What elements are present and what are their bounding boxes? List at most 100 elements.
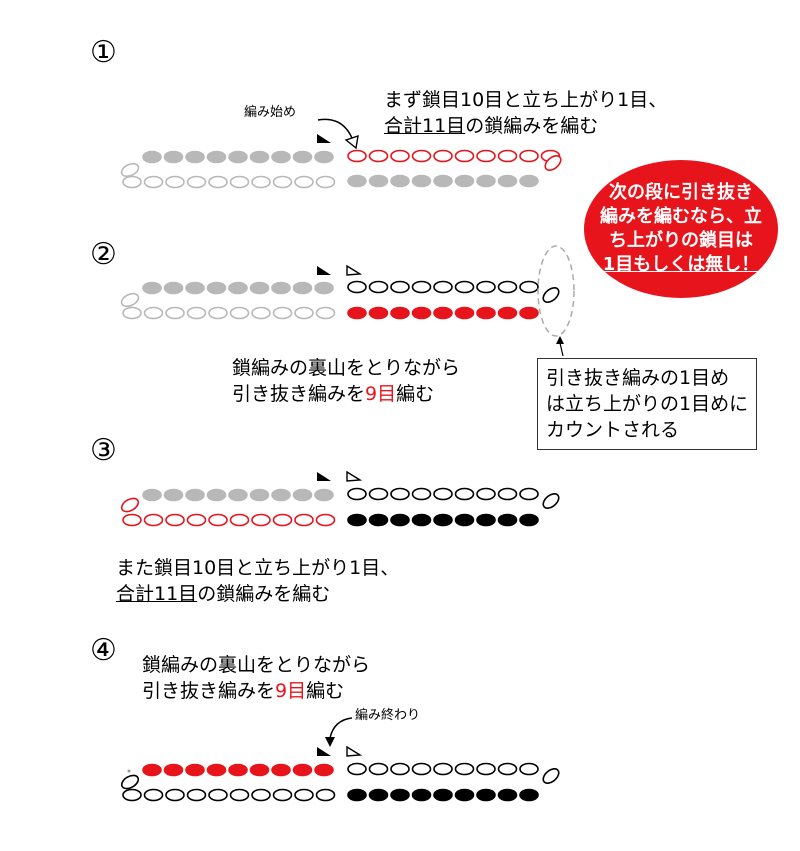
step3-red-chain [251, 513, 271, 527]
step4-count-red: 9目 [275, 680, 307, 702]
step1-red-turning [544, 155, 562, 171]
step3-black-slipstitch [433, 513, 453, 527]
callout-line1: 次の段に引き抜き [609, 182, 753, 203]
note-line1: 引き抜き編みの1目め [546, 367, 730, 389]
step2-gray-chain-top [185, 281, 205, 295]
step3-gray-chain-top [228, 488, 248, 502]
step4-black-slipstitch [390, 788, 410, 802]
step1-gray-chain-right [368, 174, 389, 188]
step2-black-chain [411, 280, 432, 294]
step2-gray-chain-bottom [143, 306, 164, 320]
step3-red-chain [208, 513, 228, 527]
step4-black-chain-right [411, 762, 432, 776]
note-line2: は立ち上がりの1目めに [546, 393, 749, 415]
step2-gray-chain-top [249, 281, 270, 295]
step3-black-slipstitch [519, 513, 539, 527]
step4-black-chain-right [476, 762, 496, 776]
step3-red-chain [229, 513, 250, 527]
step3-black-chain [519, 487, 539, 501]
step2-black-chain [390, 280, 410, 294]
step2-red-slipstitch [390, 306, 410, 320]
step3-black-chain [476, 487, 496, 501]
step2-gray-chain-top [292, 281, 313, 295]
step3-black-chain [497, 487, 518, 501]
step1-red-chain [433, 149, 453, 163]
step1-gray-chain-right [519, 174, 539, 188]
step2-gray-chain-bottom [272, 306, 293, 320]
step3-black-slipstitch [368, 513, 389, 527]
step4-black-chain-right [433, 762, 453, 776]
step4-black-chain-left [122, 788, 142, 802]
step4-black-chain-right [347, 762, 367, 776]
step2-filled-marker [317, 266, 331, 275]
step1-total-underlined: 合計11目 [384, 115, 466, 137]
step3-total-underlined: 合計11目 [116, 583, 198, 605]
step4-black-turning [120, 774, 140, 790]
step1-gray-chain-right [411, 174, 432, 188]
step3-gray-chain-top [185, 488, 205, 502]
step3-red-chain [165, 513, 185, 527]
step2-open-marker [346, 264, 363, 276]
step2-black-chain [433, 280, 453, 294]
step2-red-slipstitch [454, 306, 475, 320]
start-label: 編み始め [244, 105, 297, 120]
step4-black-chain-right [497, 762, 518, 776]
step2-gray-chain-bottom [229, 306, 250, 320]
step2-gray-chain-bottom [122, 306, 142, 320]
step3-black-slipstitch [476, 513, 496, 527]
step1-gray-chain-right [476, 174, 496, 188]
end-arrow-head [325, 737, 335, 747]
step2-red-slipstitch [433, 306, 453, 320]
step3-black-chain [347, 487, 367, 501]
step2-red-slipstitch [368, 306, 389, 320]
note-line3: カウントされる [546, 419, 680, 441]
step3-red-turning [120, 497, 140, 513]
step1-gray-chain-bottom [208, 175, 228, 189]
step2-gray-chain-top [314, 281, 334, 295]
step2-line2-post: 編む [396, 383, 435, 405]
start-marker [317, 134, 331, 143]
step1-gray-chain-bottom [251, 175, 271, 189]
step1-gray-chain-bottom [165, 175, 185, 189]
step4-red-slipstitch [314, 763, 334, 777]
step2-gray-chain-bottom [186, 306, 207, 320]
step2-turning-loop [120, 292, 140, 308]
step4-black-chain-left [272, 788, 293, 802]
step1-gray-chain-bottom [315, 175, 336, 189]
step4-red-slipstitch [228, 763, 248, 777]
step1-red-chain [497, 149, 518, 163]
step4-red-slipstitch [271, 763, 291, 777]
step4-black-chain-right [519, 762, 539, 776]
step1-gray-chain-right [347, 174, 367, 188]
step4-red-slipstitch [206, 763, 227, 777]
step3-black-slipstitch [454, 513, 475, 527]
step3-black-turning [542, 493, 560, 509]
step2-black-chain [519, 280, 539, 294]
step3-filled-marker [317, 472, 331, 481]
step2-count-red: 9目 [365, 383, 397, 405]
step1-gray-chain-top [142, 150, 162, 164]
step1-red-chain [476, 149, 496, 163]
step4-black-slipstitch [411, 788, 432, 802]
step-number-3: ③ [90, 433, 117, 468]
note-box: 引き抜き編みの1目め は立ち上がりの1目めに カウントされる [537, 358, 758, 450]
step1-gray-chain-top [163, 150, 184, 164]
step4-black-chain-left [165, 788, 185, 802]
step2-line2-pre: 引き抜き編みを [232, 383, 366, 405]
step2-line1: 鎖編みの裏山をとりながら [232, 357, 461, 379]
step1-gray-chain-bottom [272, 175, 293, 189]
step4-line2-post: 編む [306, 680, 345, 702]
step1-gray-chain-top [249, 150, 270, 164]
tip-callout: 次の段に引き抜き 編みを編むなら、立 ち上がりの鎖目は 1目もしくは無し！ [584, 160, 778, 298]
step4-black-chain-left [294, 788, 314, 802]
step1-gray-chain-bottom [294, 175, 314, 189]
step3-black-slipstitch [497, 513, 518, 527]
step3-red-chain [143, 513, 164, 527]
step3-red-chain [122, 513, 142, 527]
step3-line2: 合計11目の鎖編みを編む [116, 582, 330, 606]
step2-black-chain [347, 280, 367, 294]
end-arrow-line [329, 717, 353, 739]
step1-gray-chain-bottom [186, 175, 207, 189]
step1-line2: 合計11目の鎖編みを編む [384, 114, 598, 138]
